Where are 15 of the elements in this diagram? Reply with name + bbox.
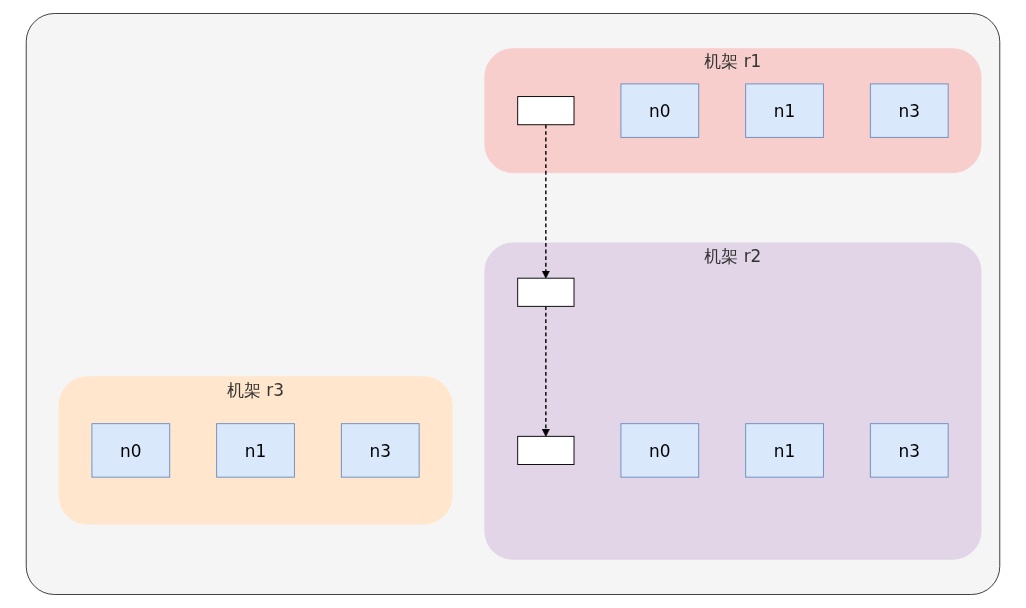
node-box: n0: [620, 83, 700, 138]
node-box: n3: [869, 83, 949, 138]
arrow: [541, 124, 550, 279]
node-box: n3: [340, 423, 420, 478]
cluster: [25, 13, 1001, 595]
node-box: n1: [745, 423, 824, 478]
node-box: n1: [216, 423, 295, 478]
arrow: [541, 305, 550, 437]
node-box: n1: [745, 83, 824, 138]
node-box: [517, 96, 575, 126]
node-box: n0: [91, 423, 171, 478]
node-box: [517, 435, 575, 465]
node-box: n3: [869, 423, 949, 478]
node-box: [517, 277, 575, 307]
node-box: n0: [620, 423, 700, 478]
